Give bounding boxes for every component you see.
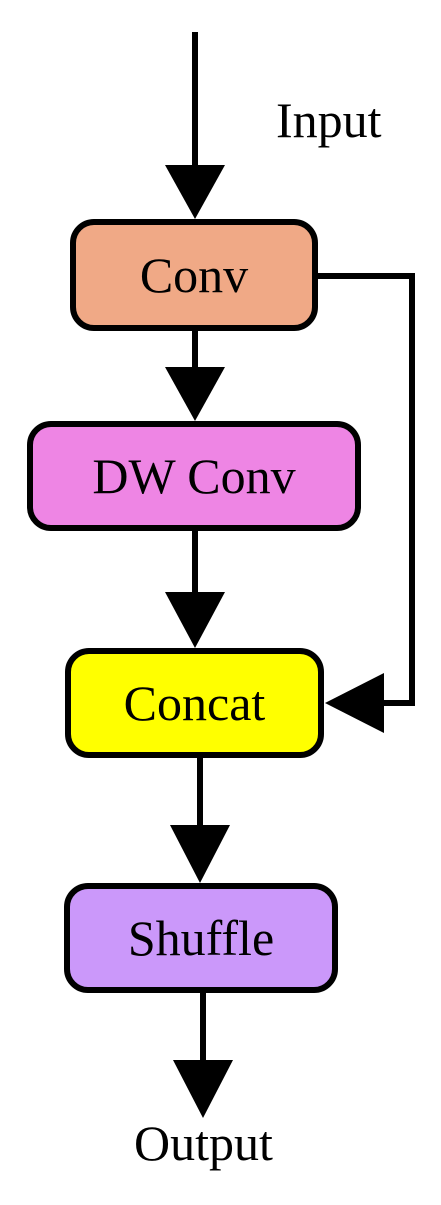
output-label: Output — [134, 1115, 273, 1171]
arrowhead-input-conv — [165, 165, 225, 219]
node-concat: Concat — [65, 648, 324, 758]
edge-conv-concat-skip-line — [318, 273, 415, 706]
node-dw-conv: DW Conv — [27, 421, 361, 531]
node-dw-conv-label: DW Conv — [92, 448, 296, 504]
input-label: Input — [276, 92, 382, 148]
arrowhead-skip-concat — [325, 673, 384, 733]
arrowhead-shuffle-output — [173, 1060, 233, 1118]
node-conv: Conv — [70, 219, 318, 331]
node-shuffle-label: Shuffle — [127, 910, 275, 966]
node-conv-label: Conv — [139, 247, 249, 303]
node-concat-label: Concat — [123, 675, 266, 731]
arrowhead-conv-dwconv — [165, 367, 225, 421]
arrowhead-dwconv-concat — [165, 592, 225, 648]
arrowhead-concat-shuffle — [170, 825, 230, 883]
node-shuffle: Shuffle — [64, 883, 338, 993]
